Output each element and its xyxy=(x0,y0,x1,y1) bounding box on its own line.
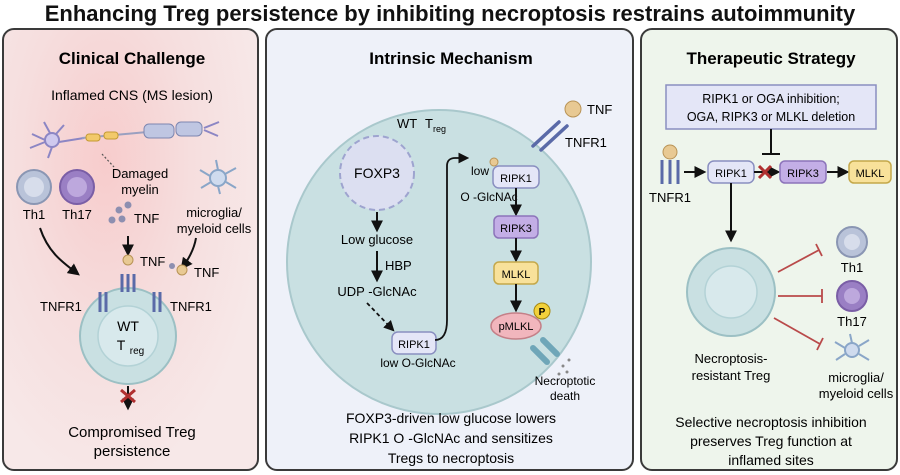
microglia-icon-p3 xyxy=(834,333,870,361)
caption-p3-line2: preserves Treg function at xyxy=(690,433,852,449)
low-oglcnac-label: low O-GlcNAc xyxy=(380,356,455,370)
pmlkl-shape xyxy=(490,312,542,340)
tnf-label: TNF xyxy=(134,211,159,226)
tnfr1-label-p2: TNFR1 xyxy=(565,135,607,150)
tnf-center-label: TNF xyxy=(140,254,165,269)
tnfr1-receptor-icon-p2 xyxy=(531,120,569,152)
ripk1-box-low xyxy=(391,331,437,355)
mlkl-label-p3: MLKL xyxy=(856,168,885,180)
death-label-1: Necroptotic xyxy=(535,374,596,388)
microglia-label-2: myeloid cells xyxy=(177,221,252,236)
udp-label: UDP -GlcNAc xyxy=(337,284,417,299)
th17-label: Th17 xyxy=(62,207,92,222)
mlkl-box-p3 xyxy=(848,160,892,184)
figure-title: Enhancing Treg persistence by inhibiting… xyxy=(44,1,856,26)
treg-wt-label: WT xyxy=(117,318,139,334)
damaged-label-1: Damaged xyxy=(112,166,168,181)
ripk3-label: RIPK3 xyxy=(500,223,532,235)
inhibit-th1-line xyxy=(777,243,823,273)
nr-label-2: resistant Treg xyxy=(692,368,771,383)
pmlkl-label: pMLKL xyxy=(499,321,534,333)
phospho-badge xyxy=(533,302,551,320)
panel-clinical-challenge: Clinical Challenge Inflamed CNS (MS lesi… xyxy=(2,28,259,471)
foxp3-label: FOXP3 xyxy=(354,165,400,181)
microglia-icon xyxy=(199,159,237,195)
tnfr1-receptor-icon xyxy=(98,274,162,312)
hbp-label: HBP xyxy=(385,258,412,273)
inhibit-line xyxy=(762,129,780,155)
tnfr1-right-label: TNFR1 xyxy=(170,299,212,314)
microglia-label-p3-2: myeloid cells xyxy=(819,386,894,401)
ripk1-label-high: RIPK1 xyxy=(500,173,532,185)
tnf-label-p2: TNF xyxy=(587,102,612,117)
block-cross-icon-p3 xyxy=(757,164,773,180)
low-label: low xyxy=(471,164,489,178)
intervention-line1: RIPK1 or OGA inhibition; xyxy=(702,92,840,106)
mlkl-label: MLKL xyxy=(502,269,531,281)
nucleus xyxy=(339,135,415,211)
inhibit-th17-line xyxy=(778,289,823,303)
panel-intrinsic-mechanism: Intrinsic Mechanism WT T reg FOXP3 Low g… xyxy=(265,28,634,471)
th1-label-p3: Th1 xyxy=(841,260,863,275)
panel-therapeutic-strategy: Therapeutic Strategy RIPK1 or OGA inhibi… xyxy=(640,28,898,471)
tnfr1-label-p3: TNFR1 xyxy=(649,190,691,205)
th1-label: Th1 xyxy=(23,207,45,222)
ripk3-box-p3 xyxy=(779,160,827,184)
low-glucose-label: Low glucose xyxy=(341,232,413,247)
damaged-label-2: myelin xyxy=(121,182,159,197)
outcome-line-2: persistence xyxy=(94,443,171,460)
ripk3-label-p3: RIPK3 xyxy=(787,168,819,180)
nr-label-1: Necroptosis- xyxy=(695,351,768,366)
big-cell-t: T xyxy=(425,116,433,131)
oglcnac-label: O -GlcNAc xyxy=(460,190,517,204)
big-cell-wt: WT xyxy=(397,116,417,131)
caption-p3-line1: Selective necroptosis inhibition xyxy=(675,414,866,430)
caption-p2-line2: RIPK1 O -GlcNAc and sensitizes xyxy=(349,430,553,446)
caption-p2-line1: FOXP3-driven low glucose lowers xyxy=(346,410,556,426)
microglia-label-1: microglia/ xyxy=(186,205,242,220)
inflamed-cns-label: Inflamed CNS (MS lesion) xyxy=(51,87,213,103)
tnf-right-label: TNF xyxy=(194,265,219,280)
outcome-line-1: Compromised Treg xyxy=(68,424,196,441)
death-label-2: death xyxy=(550,389,580,403)
phospho-label: P xyxy=(539,307,546,318)
membrane-pore-icon xyxy=(530,337,571,376)
microglia-label-p3-1: microglia/ xyxy=(828,370,884,385)
big-cell-sub: reg xyxy=(433,124,446,134)
treg-sub-label: reg xyxy=(130,346,144,357)
inhibit-microglia-line xyxy=(773,317,824,351)
damaged-myelin-icon xyxy=(81,121,220,168)
block-cross-icon xyxy=(120,388,136,404)
treg-t-label: T xyxy=(117,337,126,353)
ripk1-label-p3: RIPK1 xyxy=(715,168,747,180)
panel1-heading: Clinical Challenge xyxy=(59,49,205,68)
intervention-line2: OGA, RIPK3 or MLKL deletion xyxy=(687,110,855,124)
tnfr1-left-label: TNFR1 xyxy=(40,299,82,314)
caption-p3-line3: inflamed sites xyxy=(728,452,814,468)
th17-label-p3: Th17 xyxy=(837,314,867,329)
tnf-particles xyxy=(108,201,132,224)
caption-p2-line3: Tregs to necroptosis xyxy=(388,450,514,466)
panel3-heading: Therapeutic Strategy xyxy=(686,49,856,68)
panel2-heading: Intrinsic Mechanism xyxy=(369,49,532,68)
neuron-icon xyxy=(29,121,85,159)
ripk1-label-low: RIPK1 xyxy=(398,339,430,351)
tnfr1-receptor-icon-p3 xyxy=(660,160,680,184)
